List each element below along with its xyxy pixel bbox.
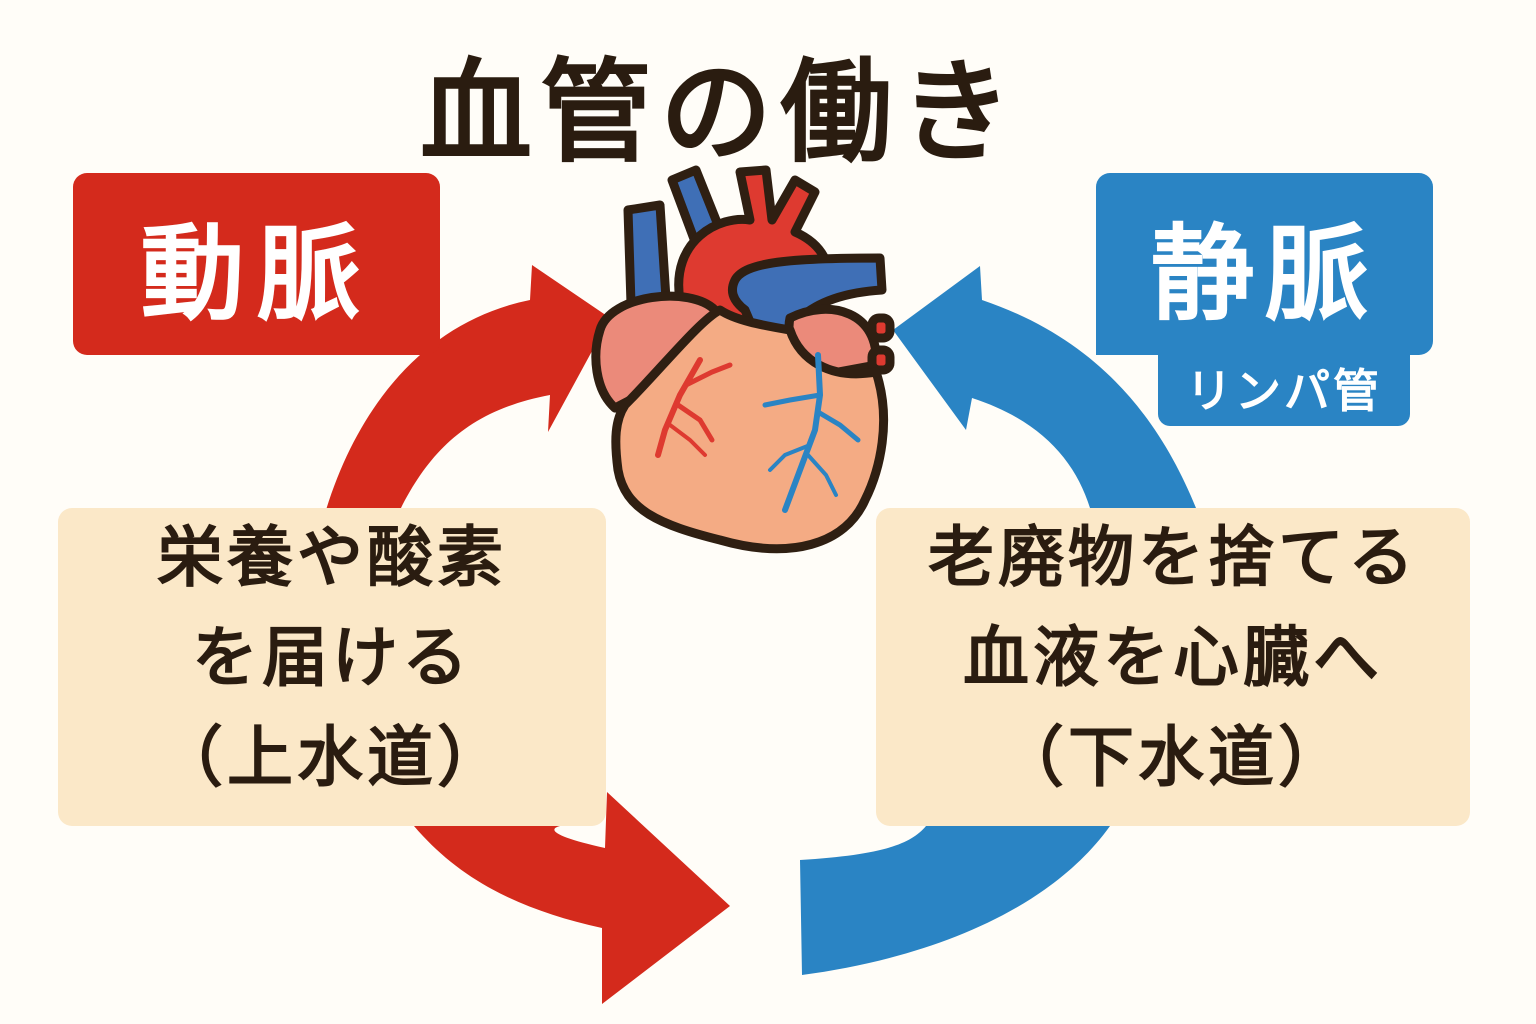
artery-description-line: を届ける	[192, 619, 472, 696]
heart-anatomy-icon	[591, 165, 895, 554]
vein-arrow-return	[800, 826, 1110, 975]
artery-label: 動脈	[73, 173, 440, 355]
vein-description-line: （下水道）	[998, 719, 1348, 796]
vein-description-line: 血液を心臓へ	[963, 619, 1383, 696]
vein-description-line: 老廃物を捨てる	[928, 519, 1418, 596]
vein-description: 老廃物を捨てる 血液を心臓へ （下水道）	[876, 508, 1470, 826]
lymph-vessel-label: リンパ管	[1158, 350, 1410, 426]
artery-arrow-to-heart	[326, 265, 610, 510]
vein-label: 静脈	[1096, 173, 1433, 355]
artery-description: 栄養や酸素 を届ける （上水道）	[58, 508, 606, 826]
artery-description-line: （上水道）	[157, 719, 507, 796]
page-title: 血管の働き	[420, 48, 1020, 178]
vein-arrow-to-heart	[893, 266, 1196, 508]
artery-description-line: 栄養や酸素	[157, 519, 507, 596]
artery-arrow-outbound	[414, 792, 730, 1004]
coronary-vessels	[655, 352, 861, 513]
